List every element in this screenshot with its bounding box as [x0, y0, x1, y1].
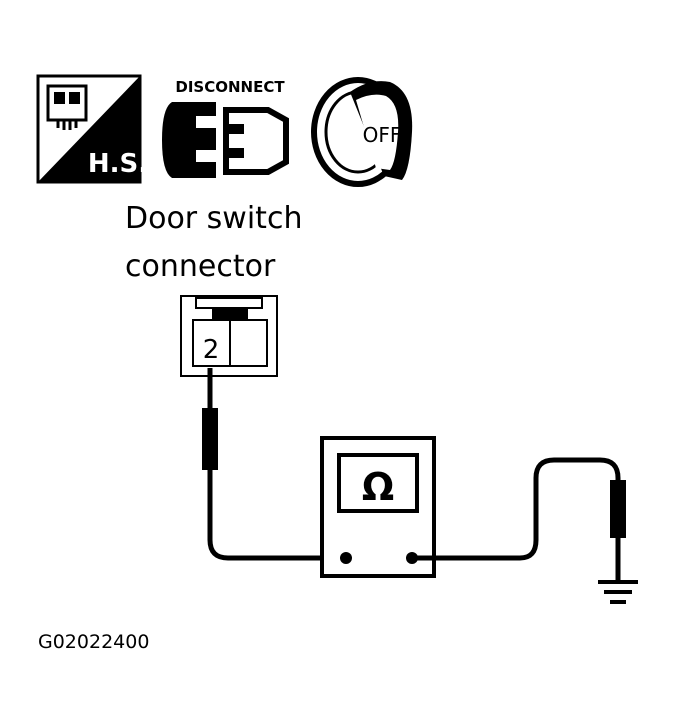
figure-code: G02022400	[38, 631, 149, 653]
probe-lead-right	[412, 457, 626, 582]
ohmmeter: Ω	[320, 436, 436, 578]
door-switch-connector: 2	[180, 295, 278, 377]
ignition-off-label: OFF	[363, 123, 402, 147]
ohm-symbol: Ω	[362, 465, 394, 509]
ground-symbol	[598, 580, 638, 604]
terminal-2-label: 2	[203, 335, 220, 365]
meter-terminal-left	[340, 552, 352, 564]
ignition-off-icon: OFF	[311, 77, 413, 187]
disconnect-icon: DISCONNECT	[162, 78, 289, 178]
harness-side-icon: H.S.	[36, 74, 148, 184]
connector-title-line1: Door switch	[125, 201, 302, 236]
probe-lead-left	[202, 368, 346, 561]
connector-pins-icon	[46, 84, 88, 130]
hs-label: H.S.	[88, 149, 148, 179]
connector-title-line2: connector	[125, 249, 276, 284]
disconnect-label: DISCONNECT	[175, 78, 285, 96]
